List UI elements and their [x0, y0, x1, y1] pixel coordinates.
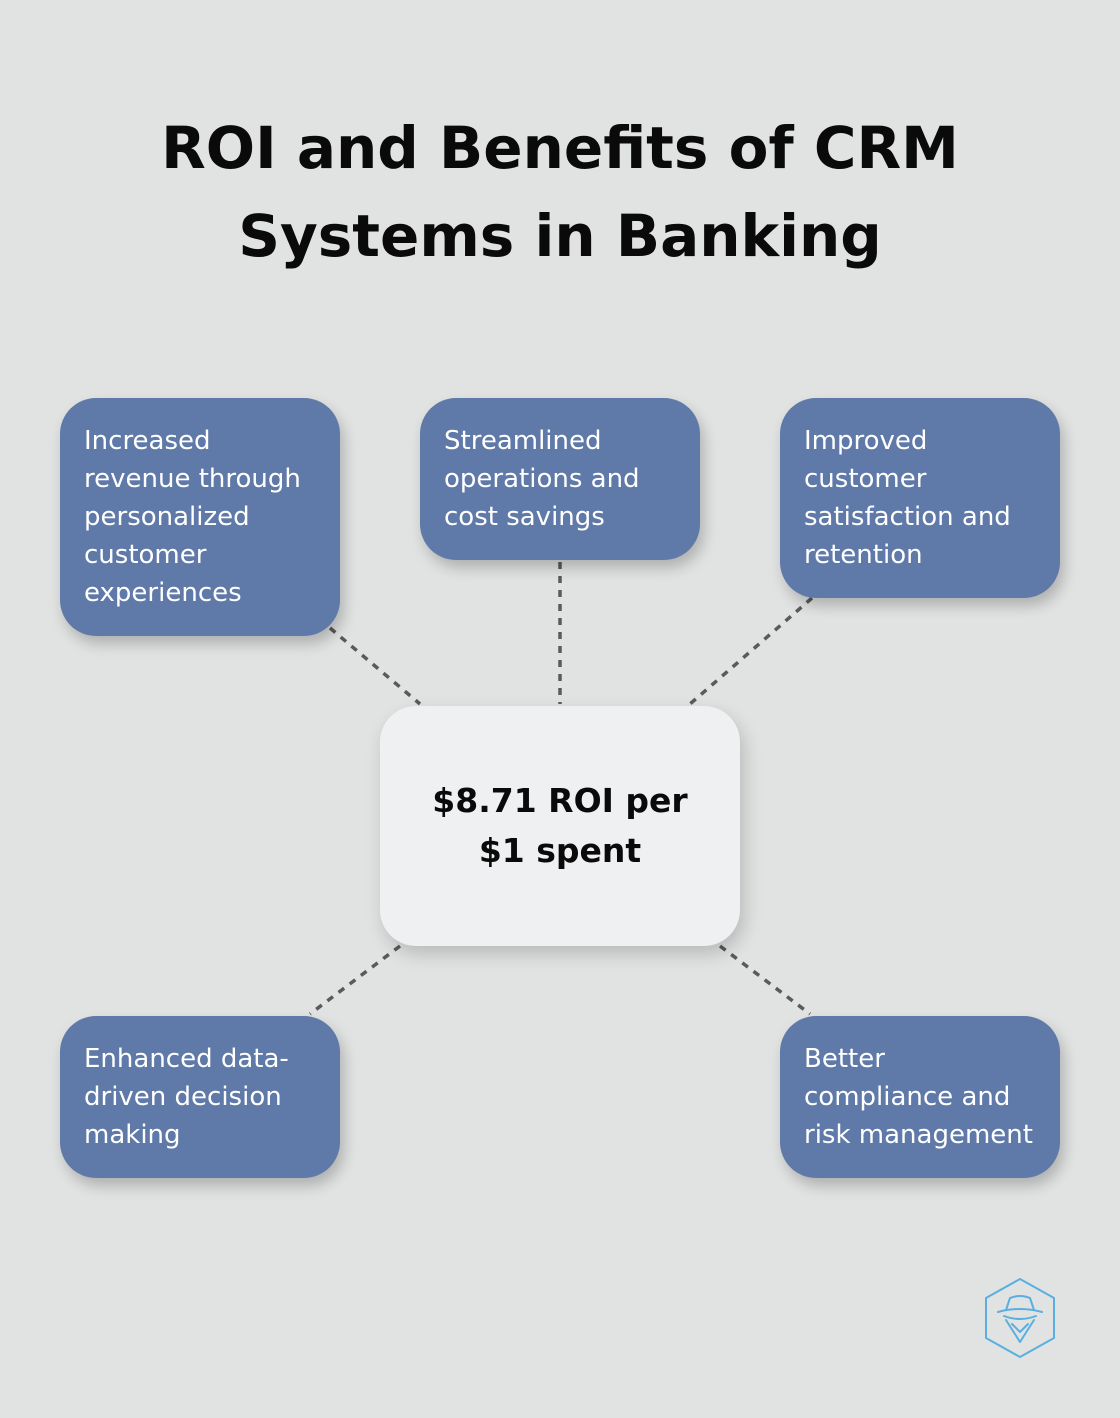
benefit-label: Increased revenue through personalized c… [84, 426, 301, 608]
benefit-node-operations: Streamlined operations and cost savings [420, 398, 700, 560]
hub-label: $8.71 ROI per $1 spent [432, 781, 688, 870]
benefit-label: Streamlined operations and cost savings [444, 426, 640, 532]
benefit-node-revenue: Increased revenue through personalized c… [60, 398, 340, 636]
benefit-label: Enhanced data-driven decision making [84, 1044, 289, 1150]
central-hub: $8.71 ROI per $1 spent [380, 706, 740, 946]
hexagon-detective-icon [985, 1278, 1055, 1358]
connector-4 [308, 944, 402, 1016]
connector-5 [718, 944, 812, 1016]
page-title: ROI and Benefits of CRM Systems in Banki… [161, 114, 959, 270]
benefit-node-compliance: Better compliance and risk management [780, 1016, 1060, 1178]
benefit-node-satisfaction: Improved customer satisfaction and reten… [780, 398, 1060, 598]
benefit-label: Improved customer satisfaction and reten… [804, 426, 1011, 570]
connector-1 [328, 626, 422, 706]
benefit-node-decision-making: Enhanced data-driven decision making [60, 1016, 340, 1178]
benefit-label: Better compliance and risk management [804, 1044, 1033, 1150]
connector-3 [688, 596, 814, 706]
